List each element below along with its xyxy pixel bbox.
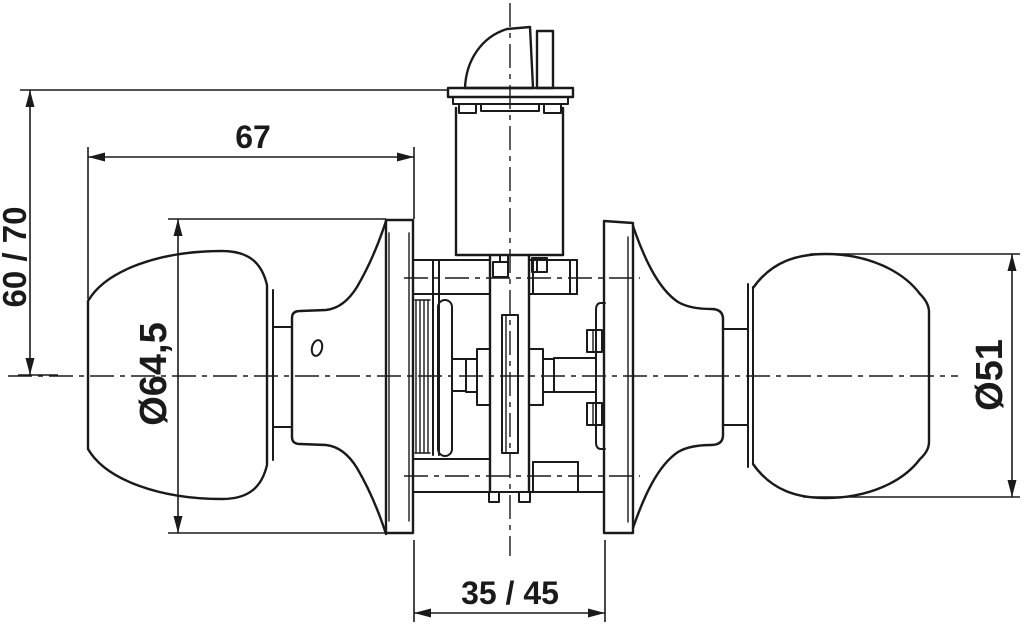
dim6070-arrow-down <box>25 358 35 375</box>
cylinder-tab-left <box>458 103 477 114</box>
dim51-arrow-down <box>1007 480 1017 497</box>
set-screw-hole <box>310 339 324 357</box>
left-rose <box>290 218 415 536</box>
spindle-step-right <box>542 358 555 393</box>
bottom-tab-left <box>488 491 500 503</box>
right-rose <box>602 219 749 535</box>
dim6070-arrow-up <box>25 90 35 107</box>
dim3545-label: 35 / 45 <box>461 575 559 611</box>
key-bow <box>463 25 535 90</box>
dim67-label: 67 <box>235 119 271 155</box>
spring-clip-upper <box>586 329 603 353</box>
dimension-67: 67 <box>87 119 415 299</box>
dimension-60-70: 60 / 70 <box>0 89 448 376</box>
dim645-arrow-down <box>173 516 183 533</box>
key-blade <box>535 29 555 90</box>
dim3545-arrow-right <box>588 608 605 618</box>
dim645-arrow-up <box>173 219 183 236</box>
spring-clip-lower <box>586 402 603 426</box>
dimension-dia-51: Ø51 <box>803 253 1020 498</box>
cam-detail-left <box>492 261 509 278</box>
dim51-arrow-up <box>1007 254 1017 271</box>
left-rose-plate <box>384 218 415 535</box>
centerlines <box>8 3 958 556</box>
retainer-bracket-left <box>437 299 453 457</box>
dim67-arrow-left <box>88 152 105 162</box>
bottom-tab-right <box>518 491 531 503</box>
cam-detail-right <box>531 257 548 273</box>
left-knob <box>86 249 293 501</box>
right-trumpet-upper-curve <box>631 224 725 321</box>
lock-cylinder <box>446 86 575 257</box>
dimension-35-45: 35 / 45 <box>413 540 606 622</box>
cylinder-tab-right <box>543 103 562 114</box>
dim645-label: Ø64,5 <box>133 322 175 426</box>
dim6070-label: 60 / 70 <box>0 207 33 308</box>
latch-channel <box>501 314 519 454</box>
key <box>463 25 555 90</box>
dim51-label: Ø51 <box>969 339 1011 411</box>
cylinder-tab-center <box>480 103 540 112</box>
left-trumpet-upper-curve <box>290 219 388 320</box>
dimension-dia-64-5: Ø64,5 <box>133 218 386 534</box>
spindle-collar-right <box>528 348 544 406</box>
dim67-arrow-right <box>397 152 414 162</box>
dim3545-arrow-left <box>414 608 431 618</box>
right-trumpet-lower-curve <box>631 433 725 530</box>
left-trumpet-lower-curve <box>290 435 388 536</box>
left-knob-ball-outline <box>86 249 269 501</box>
latch-mechanism <box>413 253 606 503</box>
spindle-collar-left <box>476 348 491 406</box>
right-backing-bracket <box>595 302 606 450</box>
right-rose-plate <box>602 219 635 535</box>
